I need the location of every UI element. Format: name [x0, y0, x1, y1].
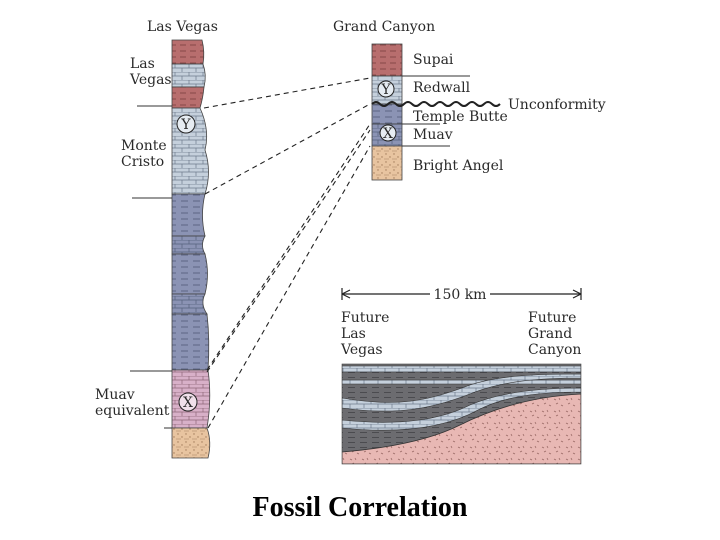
left-layer-blue-brick-2 — [171, 293, 208, 315]
svg-text:Y: Y — [180, 117, 191, 133]
cross-section-band-limestone-2 — [342, 379, 581, 385]
left-layer-blue-2 — [171, 253, 208, 295]
cross-section-block — [341, 363, 582, 465]
correlation-line-muav-base — [207, 145, 371, 429]
right-unit-label-muav: Muav — [413, 127, 453, 143]
figure-title: Fossil Correlation — [252, 492, 468, 523]
left-layer-limestone-1 — [171, 63, 206, 88]
cross-section-wedge-limestone-2 — [342, 387, 581, 431]
left-column-header: Las Vegas — [147, 19, 218, 35]
correlation-line-muav-top-b — [206, 129, 371, 373]
right-column-header: Grand Canyon — [333, 19, 435, 35]
fossil-marker-y-right: Y — [377, 80, 395, 98]
left-unit-label-monte-cristo: Monte Cristo — [121, 138, 171, 170]
left-layer-blue-3 — [171, 313, 210, 371]
cross-section-right-place: Future Grand Canyon — [528, 310, 581, 358]
fossil-marker-y-left: Y — [176, 114, 196, 134]
cross-section-top-limestone — [342, 365, 581, 373]
cross-section-scale-bar — [341, 288, 582, 300]
right-unit-label-supai: Supai — [413, 52, 454, 68]
correlation-lines — [203, 77, 371, 429]
svg-text:X: X — [383, 126, 393, 142]
svg-text:Y: Y — [380, 82, 391, 98]
left-layer-red-2 — [171, 86, 205, 109]
right-layer-supai — [371, 43, 403, 77]
left-layer-blue-1 — [171, 193, 206, 237]
fossil-marker-x-left: X — [178, 392, 198, 412]
right-layer-bright-angel — [371, 145, 403, 181]
correlation-line-muav-top-a — [206, 123, 371, 371]
left-unit-label-muav-equivalent: Muav equivalent — [95, 387, 170, 419]
right-unit-label-bright-angel: Bright Angel — [413, 158, 504, 174]
grand-canyon-stratigraphic-column — [371, 43, 403, 181]
svg-text:X: X — [183, 395, 193, 411]
left-layer-tan-base — [171, 427, 211, 459]
fossil-marker-x-right: X — [379, 124, 397, 142]
right-layer-temple-butte — [371, 103, 403, 125]
left-layer-blue-brick-1 — [171, 235, 206, 255]
correlation-line-redwall-top — [203, 77, 371, 109]
correlation-line-redwall-base — [204, 103, 371, 195]
las-vegas-stratigraphic-column — [171, 39, 211, 459]
right-unit-label-redwall: Redwall — [413, 80, 471, 96]
right-unit-label-temple-butte: Temple Butte — [413, 109, 508, 125]
right-unit-label-unconformity: Unconformity — [508, 97, 606, 113]
cross-section-scale-label: 150 km — [434, 287, 487, 303]
cross-section-basement — [342, 393, 581, 464]
cross-section-left-place: Future Las Vegas — [340, 310, 394, 358]
cross-section-wedge-limestone — [342, 373, 581, 412]
left-layer-top-red — [171, 39, 205, 65]
left-unit-label-las-vegas: Las Vegas — [129, 56, 172, 88]
unconformity-line — [371, 101, 501, 107]
